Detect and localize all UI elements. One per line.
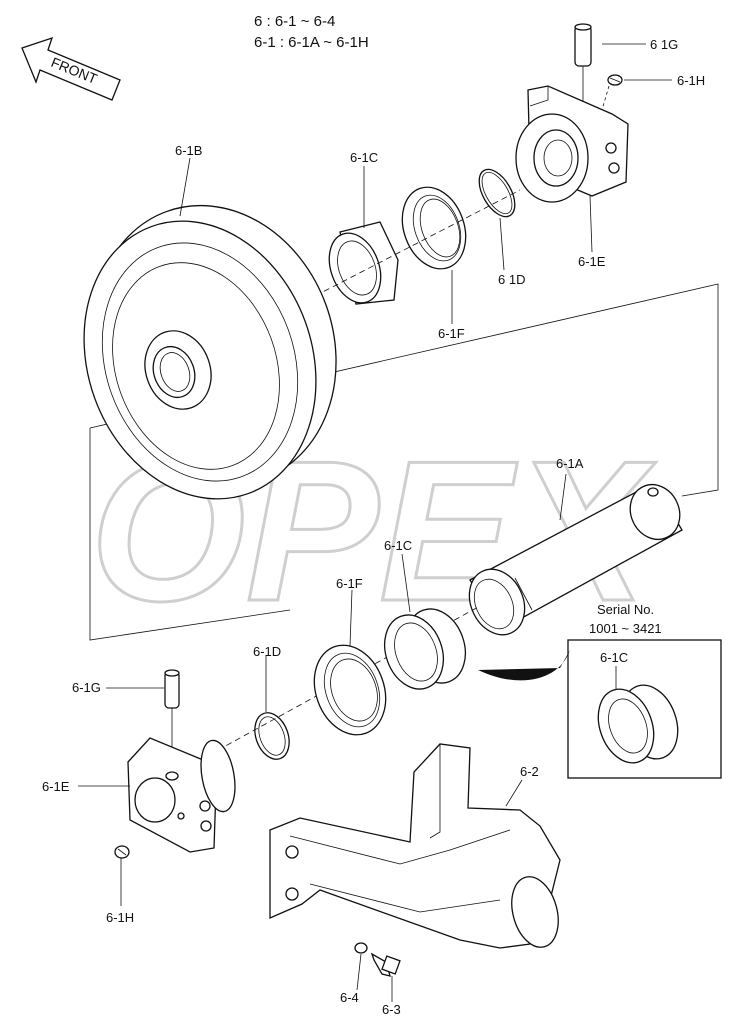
label-6-1E-bottom: 6-1E: [42, 779, 70, 794]
inset-pointer-arrow: [478, 650, 570, 681]
seal-6-1F-mid: [313, 644, 387, 736]
inset-label: 6-1C: [600, 650, 628, 665]
label-6-2: 6-2: [520, 764, 539, 779]
label-6-1G-bottom: 6-1G: [72, 680, 101, 695]
seal-6-1F-top: [401, 186, 467, 270]
label-6-1G-top: 6 1G: [650, 37, 678, 52]
label-6-1F-top: 6-1F: [438, 326, 465, 341]
label-6-1F-mid: 6-1F: [336, 576, 363, 591]
oring-6-1D-top: [478, 168, 516, 218]
shaft-6-1A: [468, 484, 683, 636]
header-line-2: 6-1 : 6-1A ~ 6-1H: [254, 34, 369, 51]
label-6-1H-top: 6-1H: [677, 73, 705, 88]
bracket-6-1E-bottom: [127, 737, 236, 853]
label-6-1D-mid: 6-1D: [253, 644, 281, 659]
inset-frame: Serial No. 1001 ~ 3421 6-1C: [478, 602, 722, 779]
bushing-6-1C-top: [328, 221, 399, 305]
label-6-1A: 6-1A: [556, 456, 584, 471]
bolt-6-3: [370, 952, 401, 1002]
bracket-6-1E-top: [515, 85, 629, 203]
label-6-1D-top: 6 1D: [498, 272, 525, 287]
pin-6-1G-bottom: [164, 669, 180, 770]
front-arrow-icon: FRONT: [21, 36, 121, 101]
inset-title-line-2: 1001 ~ 3421: [589, 621, 662, 636]
label-6-1E-top: 6-1E: [578, 254, 606, 269]
pin-6-1G-top: [574, 23, 592, 104]
assembly-outline: [89, 283, 719, 641]
inset-title-line-1: Serial No.: [597, 602, 654, 617]
oring-6-1D-bottom: [254, 712, 290, 760]
washer-6-4: [354, 942, 368, 991]
label-6-4: 6-4: [340, 990, 359, 1005]
leader-lines: [78, 43, 672, 807]
front-arrow-label: FRONT: [49, 54, 100, 87]
label-6-3: 6-3: [382, 1002, 401, 1017]
axis-line-top: [314, 189, 521, 297]
yoke-6-2: [269, 743, 561, 949]
label-6-1C-mid: 6-1C: [384, 538, 412, 553]
screw-6-1H-bottom: [114, 845, 130, 906]
axis-line-bottom: [199, 605, 481, 761]
bushing-6-1C-mid: [384, 608, 466, 690]
label-6-1C-top: 6-1C: [350, 150, 378, 165]
header-line-1: 6 : 6-1 ~ 6-4: [254, 13, 335, 30]
label-6-1B: 6-1B: [175, 143, 202, 158]
idler-wheel-6-1B: [83, 204, 337, 500]
label-6-1H-bottom: 6-1H: [106, 910, 134, 925]
screw-6-1H-top: [601, 74, 623, 111]
